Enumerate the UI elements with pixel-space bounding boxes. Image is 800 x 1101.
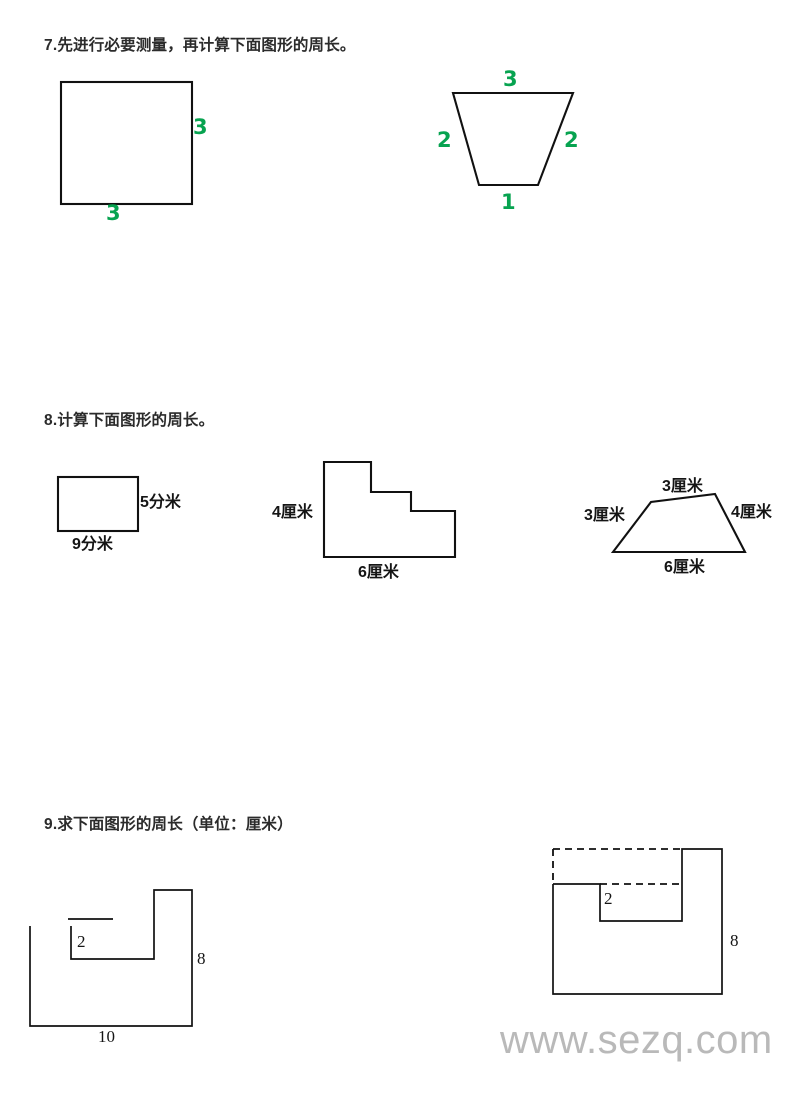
q8-quad-right-label: 4厘米 bbox=[731, 504, 772, 521]
q7-trapezoid-figure bbox=[451, 91, 575, 187]
q7-trapezoid-top-label: 3 bbox=[503, 67, 518, 91]
q9-left-right-label: 8 bbox=[197, 949, 206, 968]
q7-trapezoid-left-label: 2 bbox=[437, 128, 452, 152]
q9-right-right-label: 8 bbox=[730, 931, 739, 950]
q9-left-bottom-label: 10 bbox=[98, 1027, 115, 1046]
q8-quad-bottom-label: 6厘米 bbox=[664, 559, 705, 576]
q7-square-right-label: 3 bbox=[193, 115, 208, 139]
q8-quad-top-label: 3厘米 bbox=[662, 478, 703, 495]
question-7-prompt: 7.先进行必要测量，再计算下面图形的周长。 bbox=[44, 37, 356, 54]
q7-trapezoid-bottom-label: 1 bbox=[501, 190, 516, 214]
q8-quad-figure bbox=[610, 492, 747, 554]
q9-left-notch-label: 2 bbox=[77, 932, 86, 951]
q9-right-notch-label: 2 bbox=[604, 889, 613, 908]
q7-square-figure bbox=[59, 80, 194, 206]
q9-right-notched-figure bbox=[552, 848, 723, 995]
question-9-prompt: 9.求下面图形的周长（单位：厘米） bbox=[44, 816, 293, 833]
q8-staircase-figure bbox=[322, 460, 457, 559]
q7-trapezoid-right-label: 2 bbox=[564, 128, 579, 152]
q8-rectangle-figure bbox=[56, 475, 140, 533]
q8-staircase-left-label: 4厘米 bbox=[272, 504, 313, 521]
q8-quad-left-label: 3厘米 bbox=[584, 507, 625, 524]
site-watermark: www.sezq.com bbox=[500, 1018, 773, 1062]
q8-rectangle-right-label: 5分米 bbox=[140, 494, 181, 511]
q8-staircase-bottom-label: 6厘米 bbox=[358, 564, 399, 581]
q8-rectangle-bottom-label: 9分米 bbox=[72, 536, 113, 553]
q9-left-notched-figure bbox=[29, 889, 193, 1027]
question-8-prompt: 8.计算下面图形的周长。 bbox=[44, 412, 215, 429]
q7-square-bottom-label: 3 bbox=[106, 201, 121, 225]
